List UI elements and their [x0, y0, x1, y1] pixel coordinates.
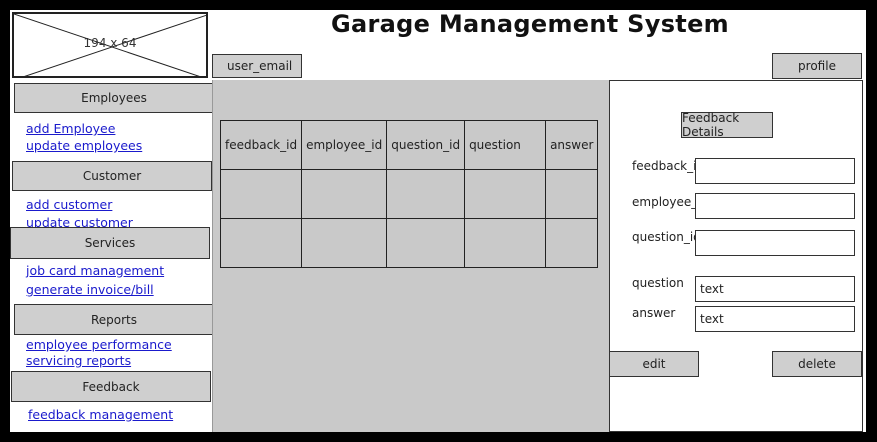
feedback-id-field[interactable] [695, 158, 855, 184]
question-field[interactable] [695, 276, 855, 302]
feedback-management-link[interactable]: feedback management [28, 407, 174, 422]
table-cell [464, 218, 547, 268]
delete-button[interactable]: delete [772, 351, 862, 377]
column-header[interactable]: answer [545, 120, 599, 170]
add-employee-link[interactable]: add Employee [26, 121, 116, 136]
feedback-table: feedback_id employee_id question_id ques… [219, 120, 599, 268]
feedback-id-label: feedback_id [632, 159, 705, 173]
update-customer-link[interactable]: update customer [26, 215, 133, 230]
table-row[interactable] [219, 169, 599, 219]
column-header[interactable]: feedback_id [219, 120, 303, 170]
table-cell [301, 218, 388, 268]
servicing-reports-link[interactable]: servicing reports [26, 353, 132, 368]
feedback-details-title: Feedback Details [681, 111, 773, 139]
update-employees-link[interactable]: update employees [26, 138, 143, 153]
table-cell [386, 218, 466, 268]
edit-button[interactable]: edit [609, 351, 699, 377]
table-cell [386, 169, 466, 219]
table-cell [219, 169, 303, 219]
generate-invoice-link[interactable]: generate invoice/bill [26, 282, 154, 297]
employee-id-field[interactable] [695, 193, 855, 219]
table-header-row: feedback_id employee_id question_id ques… [219, 120, 599, 170]
job-card-management-link[interactable]: job card management [26, 263, 165, 278]
sidebar-section-customer[interactable]: Customer [12, 161, 212, 191]
profile-button[interactable]: profile [772, 53, 862, 79]
logo-placeholder: 194 x 64 [12, 12, 208, 78]
add-customer-link[interactable]: add customer [26, 197, 113, 212]
employee-performance-link[interactable]: employee performance [26, 337, 172, 352]
question-id-field[interactable] [695, 230, 855, 256]
user-email-button[interactable]: user_email [212, 54, 302, 78]
column-header[interactable]: employee_id [301, 120, 388, 170]
sidebar-section-reports[interactable]: Reports [14, 304, 214, 335]
column-header[interactable]: question_id [386, 120, 466, 170]
logo-size-label: 194 x 64 [83, 36, 137, 50]
table-cell [464, 169, 547, 219]
question-id-label: question_id [632, 230, 701, 244]
sidebar-section-services[interactable]: Services [10, 227, 210, 259]
column-header[interactable]: question [464, 120, 547, 170]
table-cell [219, 218, 303, 268]
page-title: Garage Management System [331, 10, 729, 38]
table-row[interactable] [219, 218, 599, 268]
question-label: question [632, 276, 684, 290]
sidebar-section-feedback[interactable]: Feedback [11, 371, 211, 402]
table-cell [301, 169, 388, 219]
answer-label: answer [632, 306, 676, 320]
image-placeholder-icon [14, 14, 206, 76]
answer-field[interactable] [695, 306, 855, 332]
sidebar-section-employees[interactable]: Employees [14, 83, 214, 113]
table-cell [545, 169, 599, 219]
employee-id-label: employee_id [632, 195, 709, 209]
table-cell [545, 218, 599, 268]
